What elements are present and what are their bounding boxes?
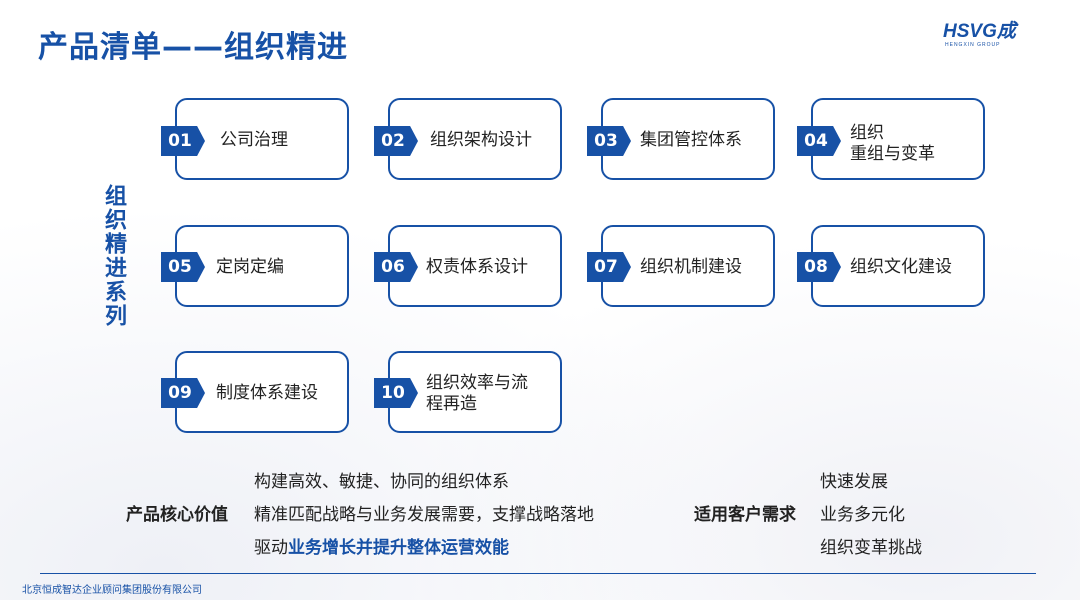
product-label: 定岗定编 xyxy=(216,257,284,277)
product-label: 组织效率与流 程再造 xyxy=(426,373,528,414)
product-label: 组织 重组与变革 xyxy=(850,123,935,164)
product-label: 权责体系设计 xyxy=(426,257,528,277)
logo-subtext: HENGXIN GROUP xyxy=(945,42,1001,48)
footer-company-name: 北京恒成智达企业顾问集团股份有限公司 xyxy=(22,585,202,596)
product-number-badge: 05 xyxy=(161,252,205,282)
core-value-label: 产品核心价值 xyxy=(126,505,228,525)
core-value-connector: 并 xyxy=(356,538,373,558)
product-number-badge: 03 xyxy=(587,126,631,156)
product-number-badge: 06 xyxy=(374,252,418,282)
product-label: 制度体系建设 xyxy=(216,383,318,403)
customer-needs-label: 适用客户需求 xyxy=(694,505,796,525)
product-label: 组织机制建设 xyxy=(640,257,742,277)
core-value-line-1: 构建高效、敏捷、协同的组织体系 xyxy=(254,472,509,492)
logo-text: HSVG成 xyxy=(943,21,1016,42)
customer-need-item: 快速发展 xyxy=(820,472,888,492)
core-value-prefix: 驱动 xyxy=(254,538,288,558)
product-number-badge: 08 xyxy=(797,252,841,282)
product-label: 组织文化建设 xyxy=(850,257,952,277)
product-number-badge: 01 xyxy=(161,126,205,156)
page-title: 产品清单——组织精进 xyxy=(38,30,348,65)
product-card-02[interactable] xyxy=(388,98,562,180)
product-label: 组织架构设计 xyxy=(430,130,532,150)
footer-divider xyxy=(40,573,1036,574)
customer-need-item: 组织变革挑战 xyxy=(820,538,922,558)
core-value-line-3: 驱动业务增长并提升整体运营效能 xyxy=(254,533,509,558)
product-label: 公司治理 xyxy=(220,130,288,150)
product-number-badge: 10 xyxy=(374,378,418,408)
customer-need-item: 业务多元化 xyxy=(820,505,905,525)
product-card-10[interactable] xyxy=(388,351,562,433)
core-value-line-2: 精准匹配战略与业务发展需要，支撑战略落地 xyxy=(254,505,594,525)
product-number-badge: 07 xyxy=(587,252,631,282)
company-logo: HSVG成 HENGXIN GROUP xyxy=(943,21,1043,49)
core-value-highlight-efficiency: 提升整体运营效能 xyxy=(373,538,509,558)
product-number-badge: 04 xyxy=(797,126,841,156)
product-card-03[interactable] xyxy=(601,98,775,180)
product-number-badge: 02 xyxy=(374,126,418,156)
series-label: 组织精进系列 xyxy=(101,184,126,328)
core-value-highlight-growth: 业务增长 xyxy=(288,538,356,558)
product-label: 集团管控体系 xyxy=(640,130,742,150)
product-card-01[interactable] xyxy=(175,98,349,180)
product-number-badge: 09 xyxy=(161,378,205,408)
